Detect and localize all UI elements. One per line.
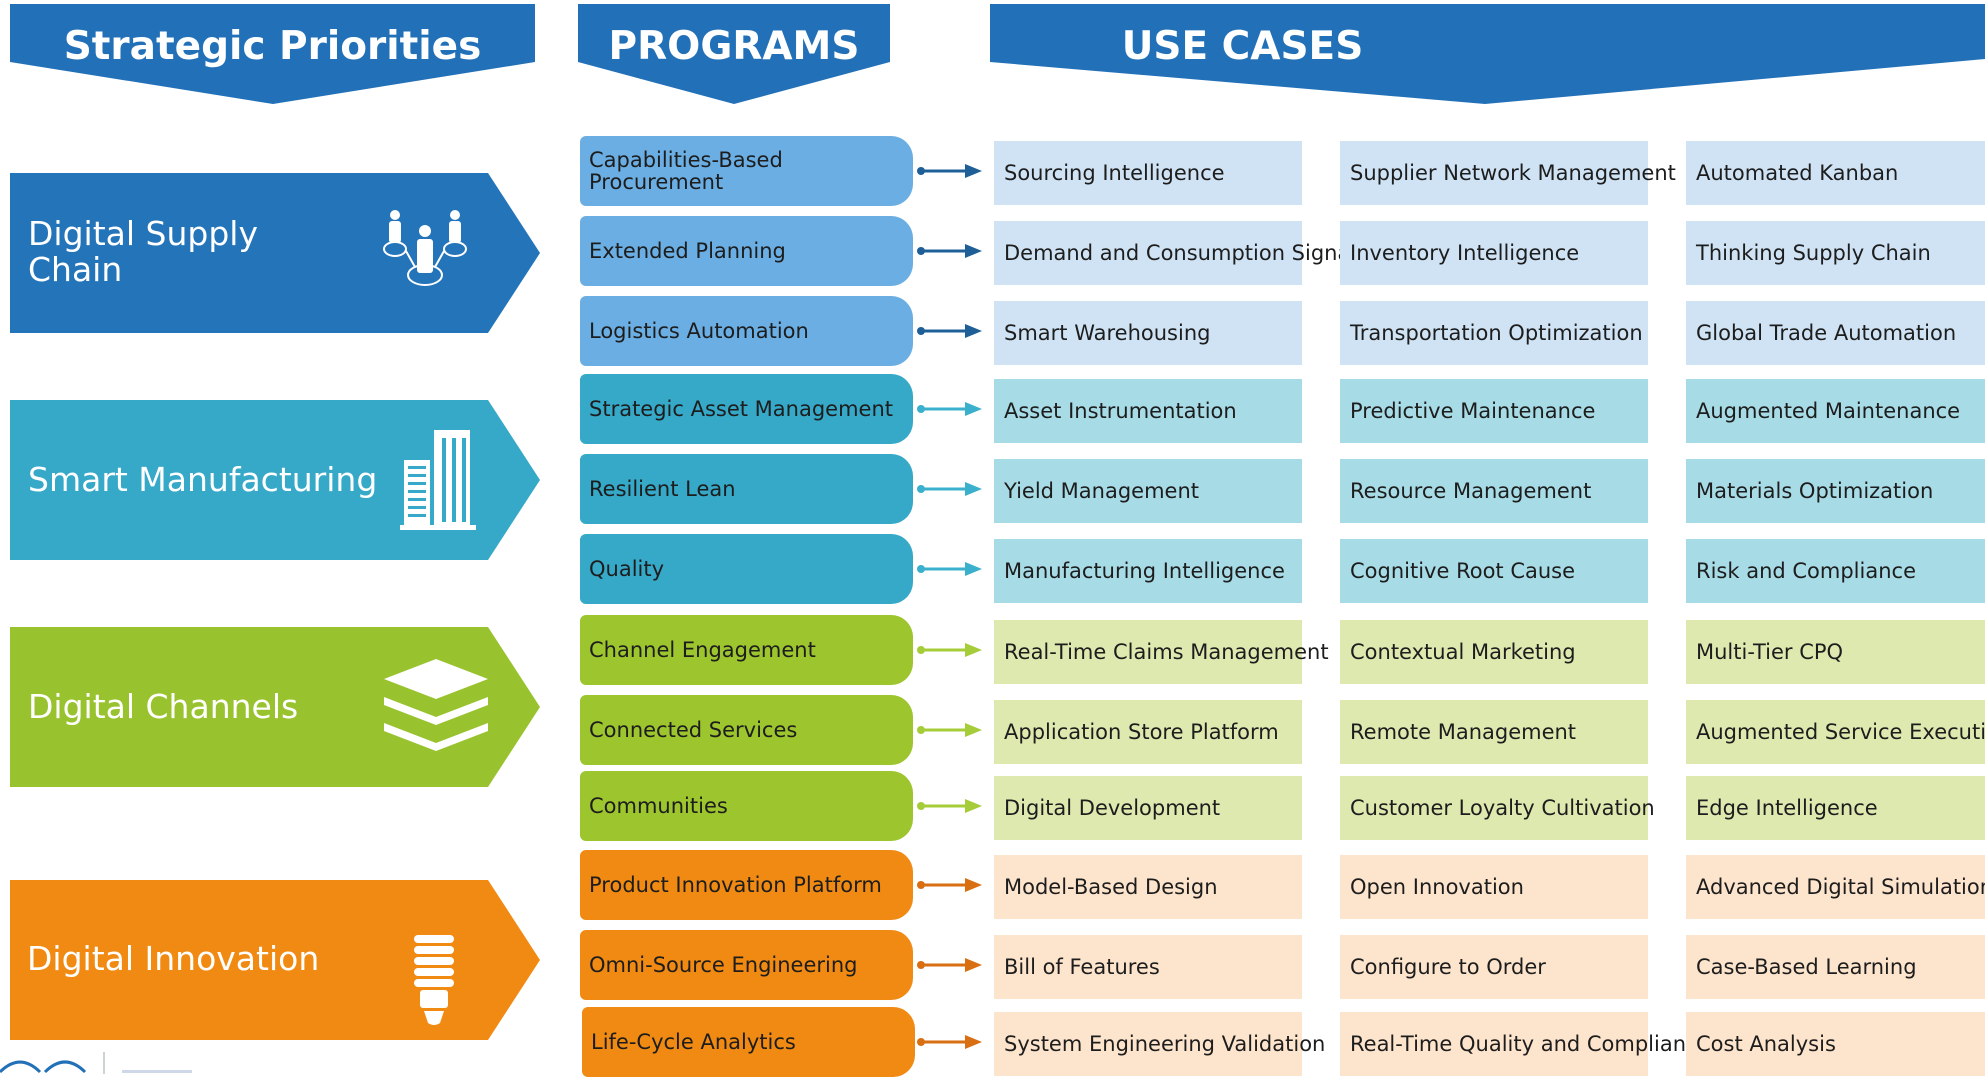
program-box: Channel Engagement [580, 615, 913, 685]
programs-header-label: PROGRAMS [608, 24, 860, 69]
connector-arrow [917, 958, 982, 972]
programs-header-shape [578, 4, 890, 104]
priority-digital-supply-chain: Digital Supply Chain [10, 173, 540, 333]
priority-label: Digital Channels [28, 687, 299, 726]
connector-arrow [917, 799, 982, 813]
use-case-box: Real-Time Quality and Compliance [1340, 1012, 1711, 1076]
connector-arrow [917, 244, 982, 258]
use-case-box: Contextual Marketing [1340, 620, 1648, 684]
use-case-box: Predictive Maintenance [1340, 379, 1648, 443]
use-case-box: Supplier Network Management [1340, 141, 1676, 205]
use-case-box: Remote Management [1340, 700, 1648, 764]
use-case-box: Customer Loyalty Cultivation [1340, 776, 1655, 840]
use-case-box: Inventory Intelligence [1340, 221, 1648, 285]
use-case-box: Multi-Tier CPQ [1686, 620, 1985, 684]
program-box: Communities [580, 771, 913, 841]
priority-label: Smart Manufacturing [28, 460, 378, 499]
priority-shape [10, 627, 540, 787]
program-box: Life-Cycle Analytics [582, 1007, 915, 1077]
use-case-box: Open Innovation [1340, 855, 1648, 919]
connector-arrow [917, 324, 982, 338]
company-logo [0, 1052, 200, 1078]
use-case-box: Asset Instrumentation [994, 379, 1302, 443]
program-box: Logistics Automation [580, 296, 913, 366]
program-box: Product Innovation Platform [580, 850, 913, 920]
use-cases-header-label: USE CASES [1121, 24, 1364, 69]
connector-arrow [917, 723, 982, 737]
program-box: Quality [580, 534, 913, 604]
priority-label: Digital Innovation [27, 939, 320, 978]
programs-header: PROGRAMS [578, 4, 890, 104]
use-case-box: Application Store Platform [994, 700, 1302, 764]
use-case-box: Model-Based Design [994, 855, 1302, 919]
use-case-box: Augmented Service Execution [1686, 700, 1985, 764]
strategic-priorities-header: Strategic Priorities [10, 4, 535, 104]
priority-label: Digital Supply Chain [28, 214, 258, 289]
program-box: Resilient Lean [580, 454, 913, 524]
use-case-box: Cost Analysis [1686, 1012, 1985, 1076]
priority-digital-channels: Digital Channels [10, 627, 540, 787]
use-case-box: Smart Warehousing [994, 301, 1302, 365]
use-case-box: Augmented Maintenance [1686, 379, 1985, 443]
use-case-box: Sourcing Intelligence [994, 141, 1302, 205]
program-box: Capabilities-Based Procurement [580, 136, 913, 206]
priority-digital-innovation: Digital Innovation [10, 880, 540, 1040]
use-case-box: Resource Management [1340, 459, 1648, 523]
program-box: Extended Planning [580, 216, 913, 286]
use-case-box: Cognitive Root Cause [1340, 539, 1648, 603]
use-cases-header: USE CASES [990, 4, 1985, 104]
use-case-box: Configure to Order [1340, 935, 1648, 999]
use-case-box: Demand and Consumption Signal Insight [994, 221, 1434, 285]
priority-shape [10, 880, 540, 1040]
use-case-box: Advanced Digital Simulation [1686, 855, 1985, 919]
connector-arrow [917, 1035, 982, 1049]
connector-arrow [917, 878, 982, 892]
priority-smart-manufacturing: Smart Manufacturing [10, 400, 540, 560]
use-case-box: Automated Kanban [1686, 141, 1985, 205]
connector-arrow [917, 562, 982, 576]
use-case-box: Risk and Compliance [1686, 539, 1985, 603]
use-case-box: Transportation Optimization [1340, 301, 1648, 365]
connector-arrow [917, 482, 982, 496]
use-case-box: Materials Optimization [1686, 459, 1985, 523]
connector-arrow [917, 643, 982, 657]
use-case-box: System Engineering Validation [994, 1012, 1325, 1076]
use-case-box: Thinking Supply Chain [1686, 221, 1985, 285]
use-case-box: Case-Based Learning [1686, 935, 1985, 999]
use-cases-header-shape [990, 4, 1985, 104]
use-case-box: Real-Time Claims Management [994, 620, 1329, 684]
connector-arrow [917, 402, 982, 416]
strategic-priorities-header-shape [10, 4, 535, 104]
priority-shape [10, 173, 540, 333]
program-box: Strategic Asset Management [580, 374, 913, 444]
use-case-box: Bill of Features [994, 935, 1302, 999]
program-box: Omni-Source Engineering [580, 930, 913, 1000]
connector-arrow [917, 164, 982, 178]
use-case-box: Yield Management [994, 459, 1302, 523]
program-box: Connected Services [580, 695, 913, 765]
use-case-box: Edge Intelligence [1686, 776, 1985, 840]
use-case-box: Global Trade Automation [1686, 301, 1985, 365]
use-case-box: Manufacturing Intelligence [994, 539, 1302, 603]
strategic-priorities-header-label: Strategic Priorities [63, 24, 482, 69]
use-case-box: Digital Development [994, 776, 1302, 840]
